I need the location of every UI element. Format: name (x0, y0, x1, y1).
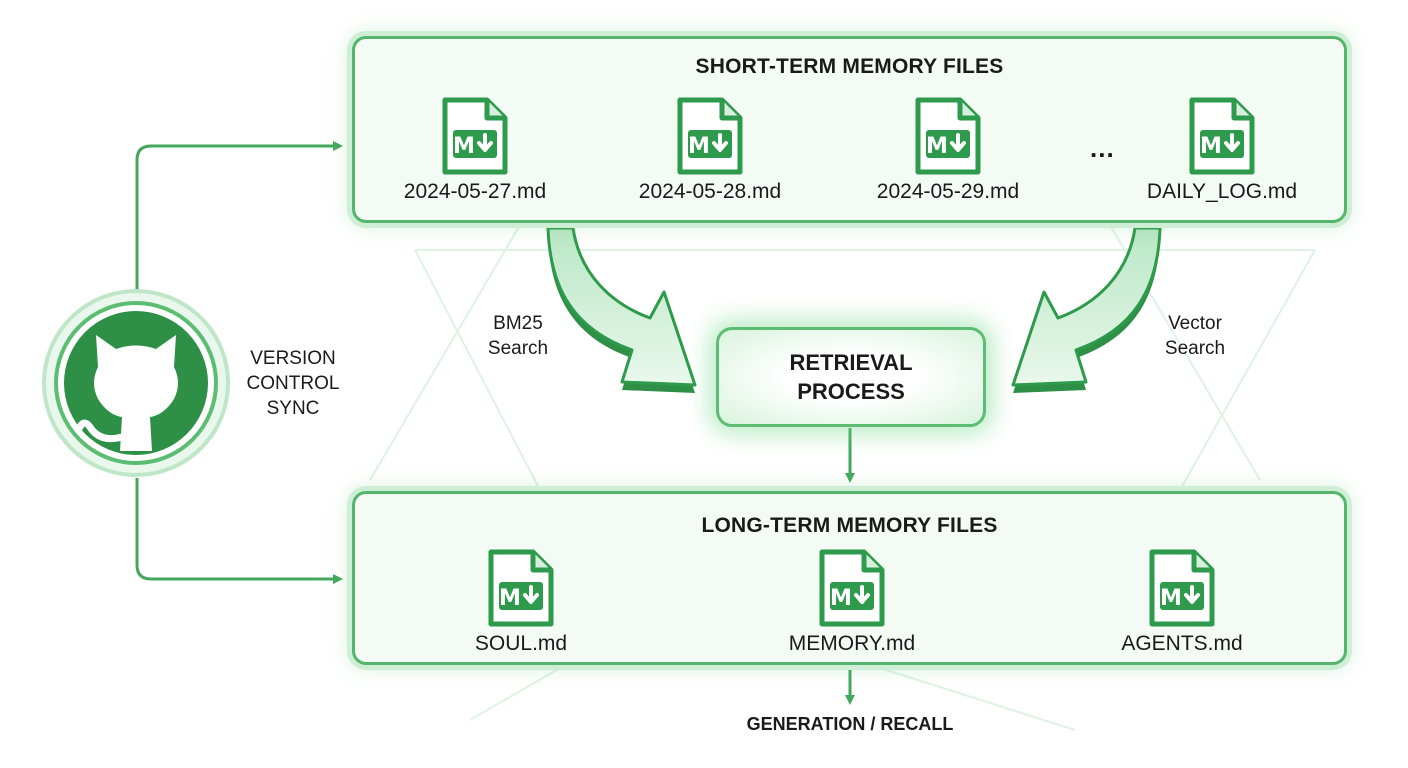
git-to-short-term-connector (135, 141, 343, 290)
retrieval-process-box: RETRIEVAL PROCESS (716, 327, 986, 427)
svg-text:M: M (1200, 134, 1222, 159)
short-term-memory-panel: SHORT-TERM MEMORY FILES M 2024-05-27.md … (352, 36, 1347, 223)
long-term-memory-title: LONG-TERM MEMORY FILES (701, 514, 998, 537)
long-term-file-name: AGENTS.md (1121, 632, 1243, 655)
markdown-file-icon: M (1149, 549, 1215, 627)
bm25-search-text: BM25 Search (487, 313, 549, 359)
long-term-file-name: SOUL.md (474, 632, 568, 655)
long-term-memory-panel: LONG-TERM MEMORY FILES M SOUL.md M MEMOR… (352, 491, 1347, 665)
svg-text:M: M (830, 586, 852, 611)
vector-search-arrow (1011, 226, 1162, 393)
git-to-long-term-connector (135, 478, 343, 584)
markdown-file-icon: M (1189, 97, 1255, 175)
long-term-file-item: M AGENTS.md (1082, 548, 1282, 656)
short-term-file-item: M 2024-05-28.md (610, 96, 810, 204)
bm25-search-label: BM25 Search (468, 311, 568, 361)
github-octocat-icon (42, 289, 230, 477)
svg-text:M: M (926, 134, 948, 159)
vector-search-text: Vector Search (1164, 313, 1226, 359)
short-term-file-name: 2024-05-28.md (638, 180, 782, 203)
long-term-file-item: M MEMORY.md (752, 548, 952, 656)
generation-recall-label: GENERATION / RECALL (746, 714, 954, 734)
bm25-search-arrow (546, 226, 697, 393)
vector-search-label: Vector Search (1145, 311, 1245, 361)
short-term-file-item: M DAILY_LOG.md (1122, 96, 1322, 204)
version-control-sync-label: VERSION CONTROL SYNC (238, 346, 348, 421)
more-files-ellipsis: ... (1090, 133, 1115, 163)
markdown-file-icon: M (915, 97, 981, 175)
version-control-sync-text: VERSION CONTROL SYNC (246, 348, 340, 419)
short-term-file-name: DAILY_LOG.md (1146, 180, 1298, 203)
svg-text:M: M (1160, 586, 1182, 611)
short-term-memory-title: SHORT-TERM MEMORY FILES (695, 55, 1004, 78)
git-logo-text: git (103, 348, 169, 397)
markdown-file-icon: M (442, 97, 508, 175)
short-term-file-item: M 2024-05-29.md (848, 96, 1048, 204)
short-term-file-item: M 2024-05-27.md (375, 96, 575, 204)
short-term-file-name: 2024-05-29.md (876, 180, 1020, 203)
markdown-file-icon: M (819, 549, 885, 627)
git-logo-text-wrap: git (40, 348, 232, 397)
markdown-file-icon: M (488, 549, 554, 627)
svg-text:M: M (453, 134, 475, 159)
retrieval-process-label: RETRIEVAL PROCESS (789, 350, 913, 404)
long-term-file-item: M SOUL.md (421, 548, 621, 656)
svg-text:M: M (499, 586, 521, 611)
svg-text:M: M (688, 134, 710, 159)
short-term-file-name: 2024-05-27.md (403, 180, 547, 203)
long-term-file-name: MEMORY.md (788, 632, 916, 655)
markdown-file-icon: M (677, 97, 743, 175)
